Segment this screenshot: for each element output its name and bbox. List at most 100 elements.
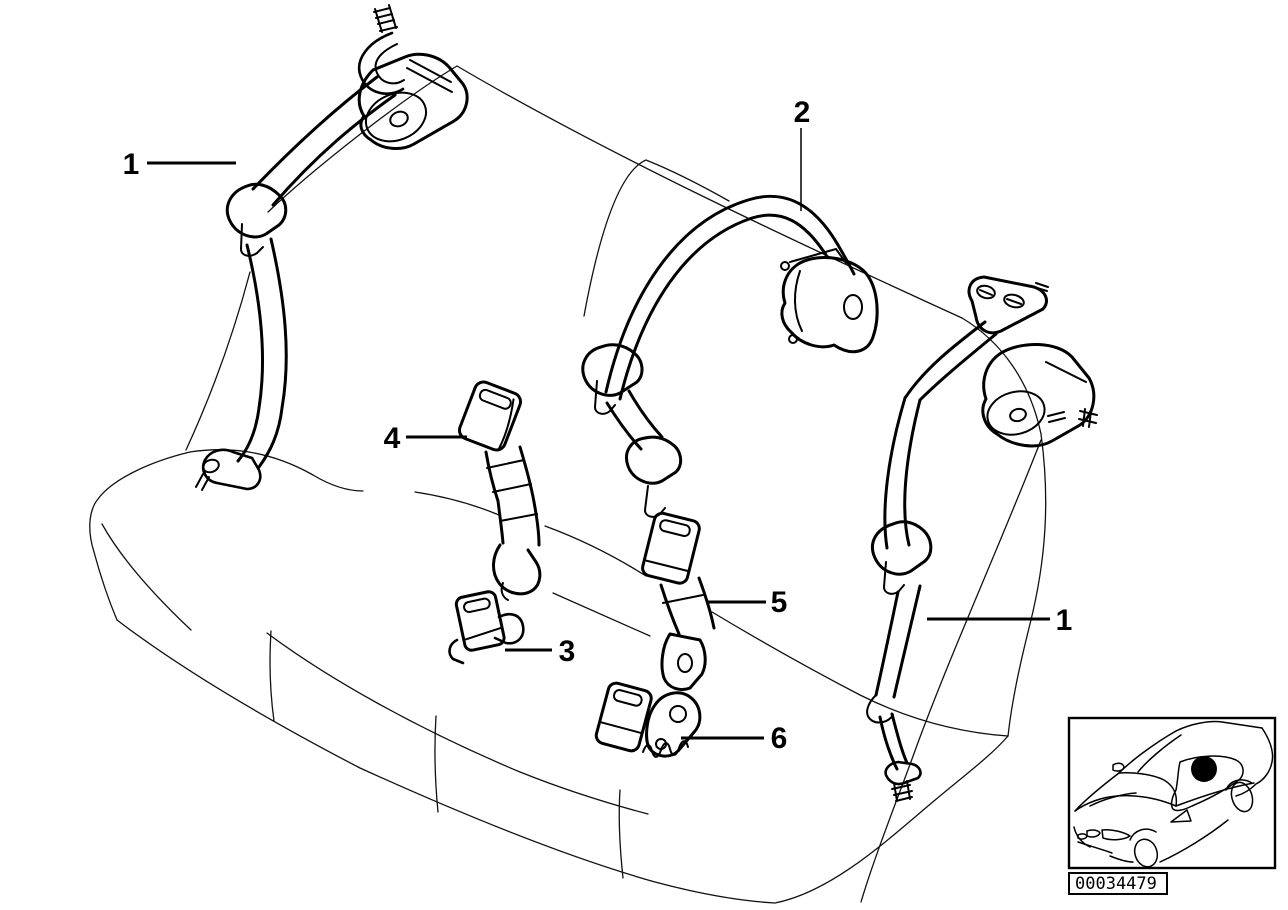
buckle-3-slot <box>463 597 491 613</box>
image-number-label: 00034479 <box>1075 874 1157 894</box>
lower-anchor-bracket <box>201 448 262 491</box>
mounting-bolt-icon <box>373 4 398 33</box>
callout-2[interactable]: 2 <box>794 96 811 211</box>
callouts: 1 2 4 3 5 6 1 <box>123 96 1073 755</box>
center-belt-arc <box>604 194 856 394</box>
callout-1-left[interactable]: 1 <box>123 148 236 181</box>
latch-6-band <box>600 721 644 735</box>
buckle-3-wing <box>493 613 525 645</box>
backrest-right-edge <box>961 317 1047 737</box>
cushion-seam-dash <box>552 592 651 637</box>
right-retractor-hole <box>1009 407 1027 423</box>
center-retractor-hole <box>843 294 863 320</box>
cushion-seam-a <box>269 630 275 722</box>
center-retractor-bolt-top <box>780 261 790 271</box>
buckle-4-base <box>492 543 542 596</box>
callout-6-label[interactable]: 6 <box>771 722 788 755</box>
window-arrow-icon <box>1170 809 1192 823</box>
right-retractor-detail <box>1045 361 1087 423</box>
buckle-3-foot <box>448 638 465 665</box>
right-guide-loop <box>870 520 933 576</box>
retractor-drum <box>364 91 428 143</box>
center-retractor-bolt-bottom <box>788 334 798 344</box>
cushion-top-edge-4 <box>711 611 1009 737</box>
buckle-4-head <box>457 380 523 452</box>
right-bracket-bolt-2 <box>1003 293 1025 309</box>
callout-3-label[interactable]: 3 <box>559 635 576 668</box>
callout-1-left-label[interactable]: 1 <box>123 148 140 181</box>
callout-4[interactable]: 4 <box>384 422 467 455</box>
right-bracket-pin <box>1035 282 1049 292</box>
buckle-4-slot <box>478 388 512 410</box>
backrest-top-left-edge <box>267 65 458 213</box>
cushion-front-roll <box>266 632 649 815</box>
buckle-4-assembly <box>457 380 542 601</box>
latch-6-slot <box>612 689 643 707</box>
front-wheel <box>1133 838 1159 868</box>
lower-anchor-bolt <box>202 458 220 474</box>
callout-5[interactable]: 5 <box>706 586 787 619</box>
cushion-left-contour <box>101 523 192 631</box>
parcel-shelf-edge <box>456 65 963 319</box>
seat-belt-left-assembly <box>195 4 469 491</box>
lap-webbing <box>236 237 288 469</box>
belt-guide-loop <box>225 182 288 239</box>
location-marker-dot <box>1191 756 1217 782</box>
right-webbing-lower <box>874 584 922 699</box>
latch-6-hole-large <box>669 705 687 723</box>
seat-belt-center-assembly <box>581 194 879 518</box>
callout-3[interactable]: 3 <box>505 635 575 668</box>
retractor-body <box>357 52 469 150</box>
right-belt-tail <box>878 712 909 771</box>
right-guide-tab <box>883 561 905 595</box>
lower-anchor-screw <box>195 473 210 491</box>
right-bracket-bolt-2-hatch <box>1006 298 1022 305</box>
belt-hanger-loop-inner <box>374 43 405 85</box>
cushion-seam-c <box>618 789 624 879</box>
right-belt-fold <box>866 694 894 724</box>
right-top-bracket <box>967 275 1048 335</box>
rear-wheel <box>1230 781 1254 813</box>
callout-6[interactable]: 6 <box>681 722 787 755</box>
buckle-5-head <box>641 511 701 585</box>
callout-1-right[interactable]: 1 <box>927 604 1072 637</box>
buckle-4-band-low <box>499 513 538 522</box>
center-retractor-detail <box>794 270 803 332</box>
image-number: 00034479 <box>1068 872 1168 895</box>
center-retractor-body <box>780 255 879 354</box>
center-mid-webbing <box>605 389 664 451</box>
buckle-4-side-line <box>497 398 515 451</box>
center-lower-tongue <box>625 435 683 485</box>
callout-5-label[interactable]: 5 <box>771 586 788 619</box>
buckle-5-slot <box>659 519 691 538</box>
retractor-detail <box>406 59 453 93</box>
buckle-5-plate-hole <box>677 653 693 673</box>
backrest-left-seam <box>185 271 251 451</box>
latch-6-hole-small <box>655 738 667 750</box>
floor-anchor-bolt-head <box>884 760 922 786</box>
center-upper-tongue <box>581 343 644 397</box>
buckle-4-foot <box>500 582 509 601</box>
image-number-box <box>1068 872 1168 895</box>
cushion-top-edge-3 <box>544 525 647 577</box>
callout-2-label[interactable]: 2 <box>794 96 811 129</box>
belt-hanger-loop <box>358 31 405 95</box>
car-location-inset <box>1067 716 1277 870</box>
cushion-silhouette <box>89 451 1009 904</box>
buckle-5-assembly <box>641 511 716 692</box>
cushion-seam-b <box>434 715 439 813</box>
buckle-4-sleeve <box>484 445 536 504</box>
buckle-3-band <box>464 626 504 641</box>
right-retractor-drum <box>986 390 1046 436</box>
buckle-5-end-plate <box>660 632 707 692</box>
latch-6-assembly <box>594 681 702 758</box>
callout-4-label[interactable]: 4 <box>384 422 401 455</box>
center-belt-arc-inner <box>618 213 828 401</box>
buckle-4-lower-sleeve <box>496 499 541 547</box>
floor-anchor-bolt-shank <box>891 780 913 802</box>
callout-1-right-label[interactable]: 1 <box>1056 604 1073 637</box>
buckle-5-band <box>645 559 690 573</box>
backrest-right-seam <box>860 439 1042 903</box>
seat-belt-right-assembly <box>866 275 1098 802</box>
